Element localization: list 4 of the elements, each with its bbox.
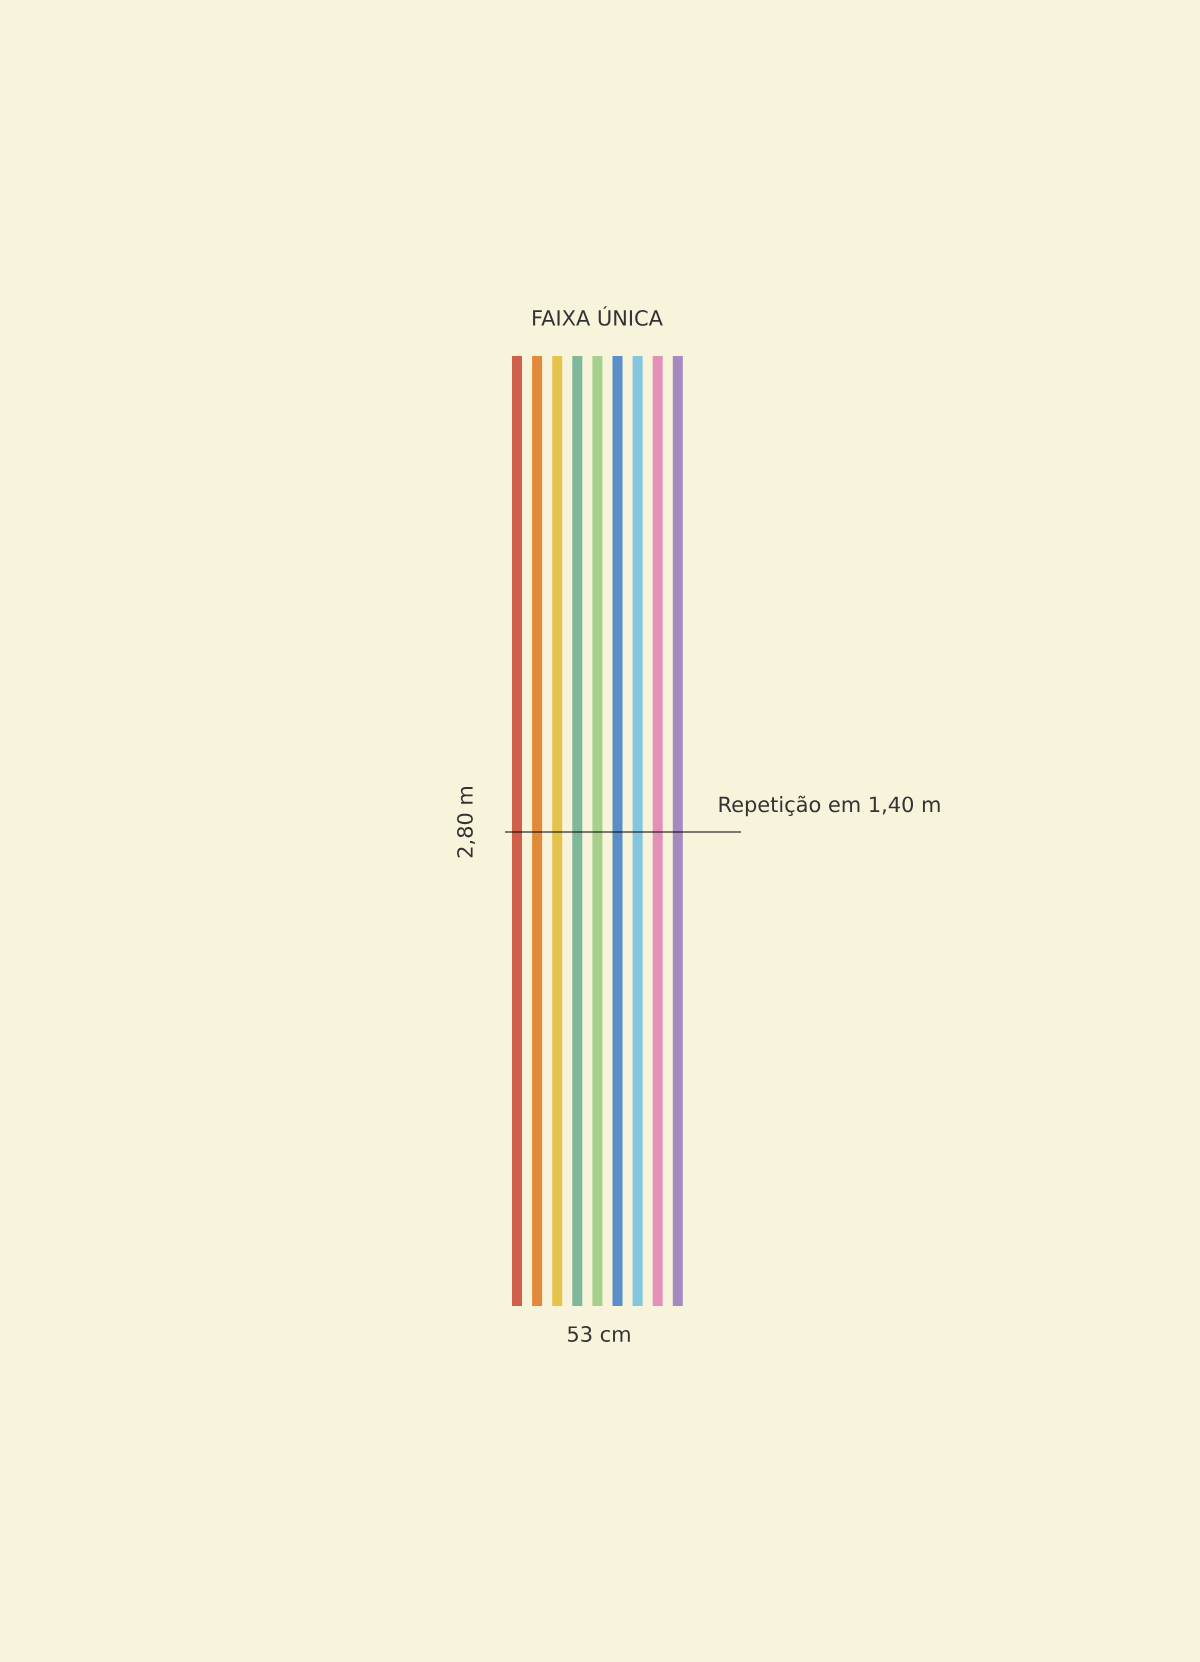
dimension-label: 53 cm (568, 1326, 630, 1342)
repeat-label: Repetição em 1,40 m (719, 795, 940, 817)
dimension-label: 2,80 m (457, 787, 475, 858)
title: FAIXA ÚNICA (533, 306, 663, 326)
